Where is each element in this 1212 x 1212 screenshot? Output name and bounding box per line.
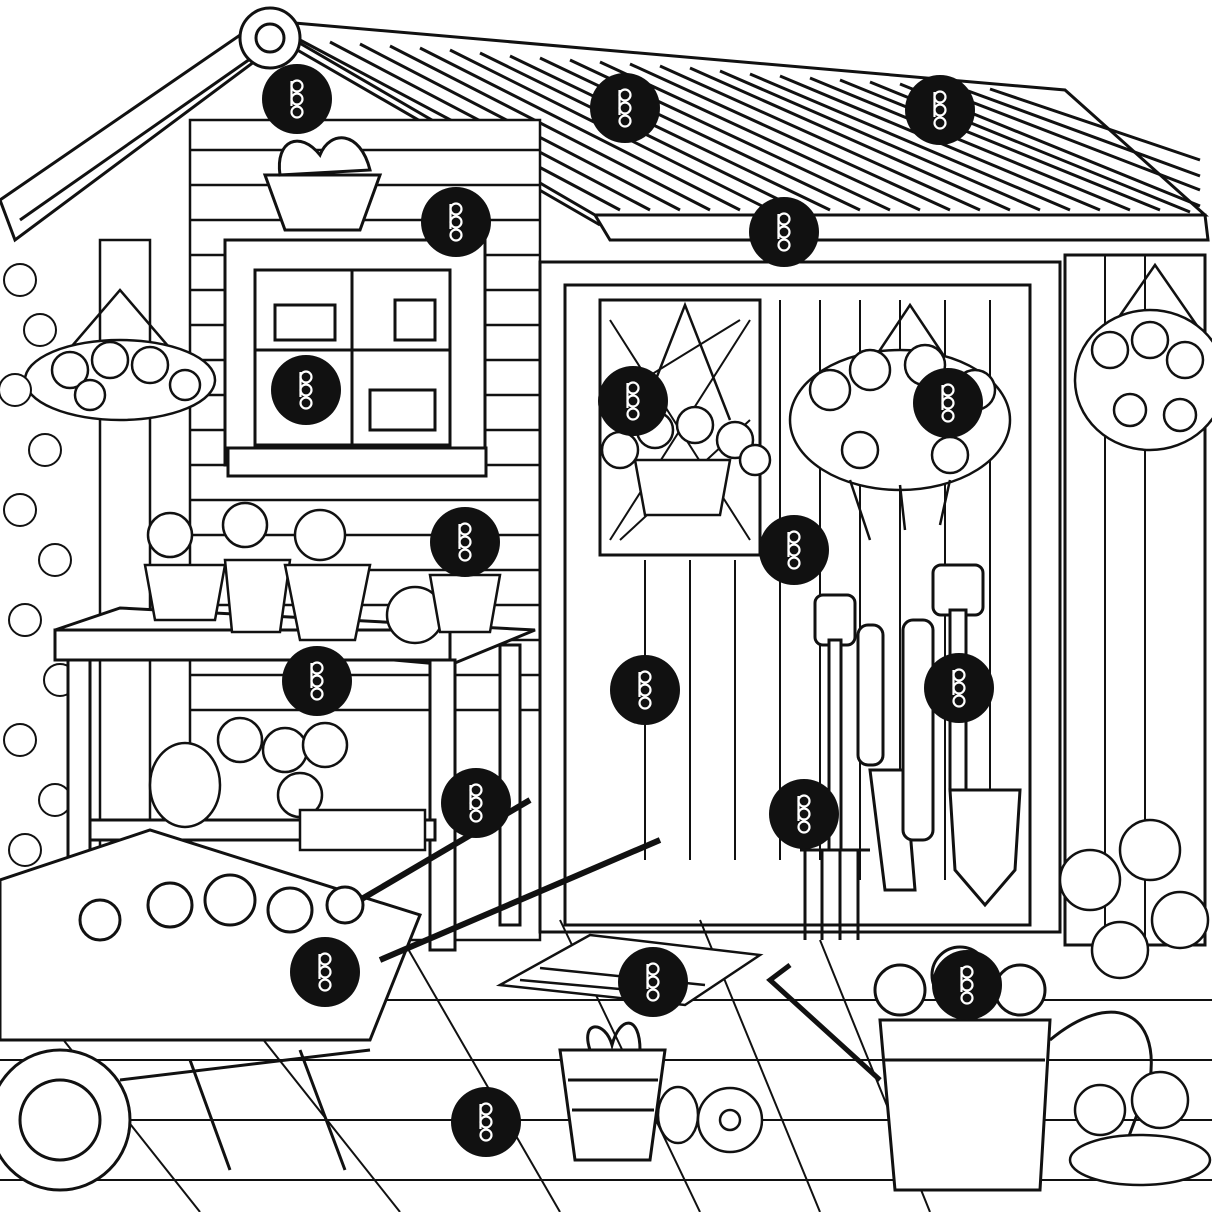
hidden-object-marker-14[interactable] — [441, 768, 511, 838]
hidden-object-marker-19[interactable] — [451, 1087, 521, 1157]
hidden-object-marker-13[interactable] — [924, 653, 994, 723]
hidden-object-marker-icon — [299, 370, 313, 410]
roof-ridge-log — [238, 6, 302, 70]
hidden-object-marker-icon — [626, 381, 640, 421]
climbing-vine — [0, 263, 77, 867]
hidden-object-marker-3[interactable] — [905, 75, 975, 145]
bench-shelf-plants — [148, 716, 427, 852]
hidden-object-marker-icon — [787, 530, 801, 570]
hanging-basket-door-left — [600, 301, 772, 517]
hidden-object-marker-4[interactable] — [421, 187, 491, 257]
hidden-object-marker-icon — [618, 88, 632, 128]
hidden-object-marker-6[interactable] — [271, 355, 341, 425]
potting-bench — [53, 606, 536, 952]
hidden-object-marker-icon — [638, 670, 652, 710]
window-top-planter — [262, 136, 383, 232]
hidden-object-marker-icon — [941, 383, 955, 423]
watering-can — [766, 945, 1153, 1192]
shed-window — [223, 238, 488, 478]
shed-roof — [0, 18, 1210, 243]
hanging-basket-right — [1073, 262, 1212, 452]
hidden-object-marker-2[interactable] — [590, 73, 660, 143]
hidden-object-marker-icon — [469, 783, 483, 823]
hidden-object-marker-8[interactable] — [913, 368, 983, 438]
hidden-object-marker-icon — [646, 962, 660, 1002]
hidden-object-marker-18[interactable] — [932, 950, 1002, 1020]
hidden-object-marker-icon — [310, 661, 324, 701]
hidden-object-marker-icon — [960, 965, 974, 1005]
hidden-object-marker-10[interactable] — [759, 515, 829, 585]
hidden-object-marker-17[interactable] — [618, 947, 688, 1017]
hidden-object-marker-icon — [290, 79, 304, 119]
hidden-object-marker-icon — [933, 90, 947, 130]
hidden-object-marker-icon — [479, 1102, 493, 1142]
hidden-object-marker-icon — [777, 212, 791, 252]
hidden-object-marker-11[interactable] — [282, 646, 352, 716]
hidden-object-marker-1[interactable] — [262, 64, 332, 134]
hidden-object-marker-16[interactable] — [290, 937, 360, 1007]
right-planter — [1058, 818, 1212, 1187]
hidden-object-marker-7[interactable] — [598, 366, 668, 436]
small-flower-pot — [558, 1021, 667, 1162]
hidden-object-marker-9[interactable] — [430, 507, 500, 577]
hidden-object-marker-icon — [318, 952, 332, 992]
hidden-object-marker-icon — [952, 668, 966, 708]
hidden-object-marker-5[interactable] — [749, 197, 819, 267]
hidden-object-marker-icon — [449, 202, 463, 242]
hidden-object-marker-12[interactable] — [610, 655, 680, 725]
hidden-object-marker-15[interactable] — [769, 779, 839, 849]
fallen-flower — [656, 1085, 764, 1154]
hidden-object-marker-icon — [797, 794, 811, 834]
hanging-basket-left — [23, 288, 217, 422]
hidden-object-marker-icon — [458, 522, 472, 562]
